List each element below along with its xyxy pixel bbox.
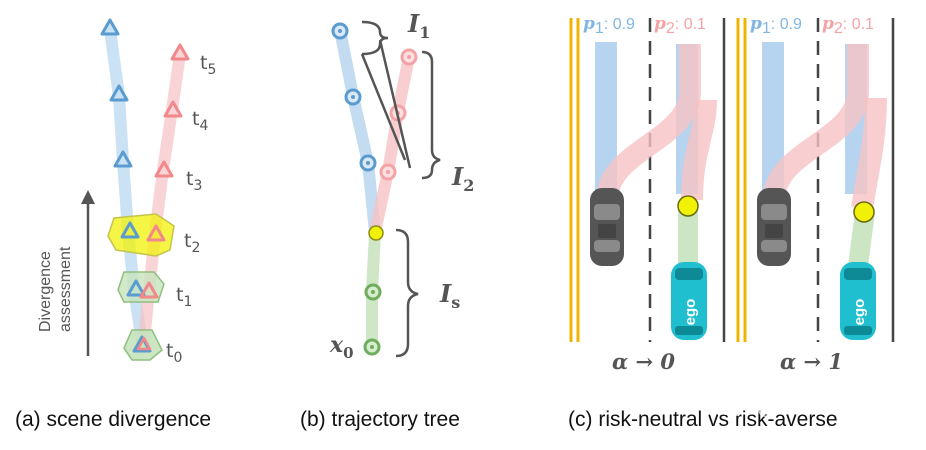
- blue-node-2: [344, 88, 362, 106]
- ego-waypoint-right: [853, 201, 875, 223]
- label-is: Is: [439, 279, 460, 312]
- watermark: 知乎 @Patrick Liu: [706, 394, 881, 419]
- brace-i2: [421, 50, 441, 180]
- ego-car: ego: [671, 262, 707, 340]
- p1-label-left: p1: 0.9: [583, 14, 635, 37]
- branch-point-node: [368, 225, 384, 241]
- brace-is: [395, 228, 419, 358]
- red-branch-band: [369, 51, 415, 238]
- ego-green-band: [678, 206, 698, 266]
- scene-risk-averse: ego p1: 0.9 p2: 0.1 α → 1: [736, 14, 895, 374]
- divergence-arrow: [81, 190, 95, 356]
- time-label-t1: t1: [176, 284, 192, 310]
- caption-panel-c: (c) risk-neutral vs risk-averse: [568, 408, 838, 431]
- brace-i1-arm: [378, 39, 412, 169]
- alpha-label-right: α → 1: [780, 349, 843, 374]
- p1-blue-bar-right: [762, 42, 784, 192]
- label-x0: x0: [329, 332, 354, 362]
- p2-label-right: p2: 0.1: [822, 14, 874, 37]
- green-node-x0: [363, 338, 381, 356]
- lane-change-band: [596, 44, 701, 202]
- time-label-t0: t0: [166, 340, 182, 366]
- divergence-hull-t0: [123, 329, 163, 361]
- time-label-t2: t2: [184, 230, 200, 256]
- ego-label-right: ego: [851, 299, 868, 326]
- caption-panel-b: (b) trajectory tree: [300, 408, 460, 431]
- axis-note-line2: assessment: [57, 246, 74, 332]
- brace-i1: [361, 20, 389, 56]
- label-i2: I2: [451, 162, 474, 195]
- scene-risk-neutral: ego p1: 0.9 p2: 0.1 α → 0: [569, 14, 726, 374]
- blue-node-3: [359, 154, 377, 172]
- red-node-1: [400, 48, 418, 66]
- blue-branch-band: [334, 24, 381, 238]
- green-node-1: [364, 283, 382, 301]
- blue-node-1: [331, 22, 349, 40]
- ego-car-right: ego: [840, 262, 876, 340]
- p1-blue-bar: [595, 42, 617, 192]
- time-label-t3: t3: [186, 168, 202, 194]
- red-agent-t0: [136, 336, 152, 351]
- time-label-t5: t5: [200, 52, 216, 78]
- red-band-right-2: [851, 97, 887, 210]
- p1-label-right: p1: 0.9: [750, 14, 802, 37]
- ego-label: ego: [682, 299, 699, 326]
- red-band-right: [681, 99, 717, 201]
- time-label-t4: t4: [192, 108, 208, 134]
- p2-label-left: p2: 0.1: [654, 14, 706, 37]
- panel-scene-divergence: Divergence assessment t5 t4 t3 t2 t1 t0 …: [15, 18, 216, 431]
- ego-waypoint: [677, 195, 699, 217]
- divergence-hull-t2: [107, 213, 175, 257]
- other-car-right: [757, 188, 791, 266]
- label-i1: I1: [407, 9, 430, 42]
- caption-panel-a: (a) scene divergence: [15, 408, 211, 431]
- alpha-label-left: α → 0: [612, 349, 675, 374]
- axis-note-line1: Divergence: [37, 251, 54, 332]
- lane-change-band-right: [763, 44, 869, 202]
- brace-i2-arm: [360, 53, 407, 161]
- red-node-3: [379, 163, 397, 181]
- other-car: [590, 188, 624, 266]
- panel-trajectory-tree: I1 I2 Is x0 (b) trajectory tree: [300, 9, 474, 431]
- panel-risk-comparison: ego p1: 0.9 p2: 0.1 α → 0: [568, 14, 895, 431]
